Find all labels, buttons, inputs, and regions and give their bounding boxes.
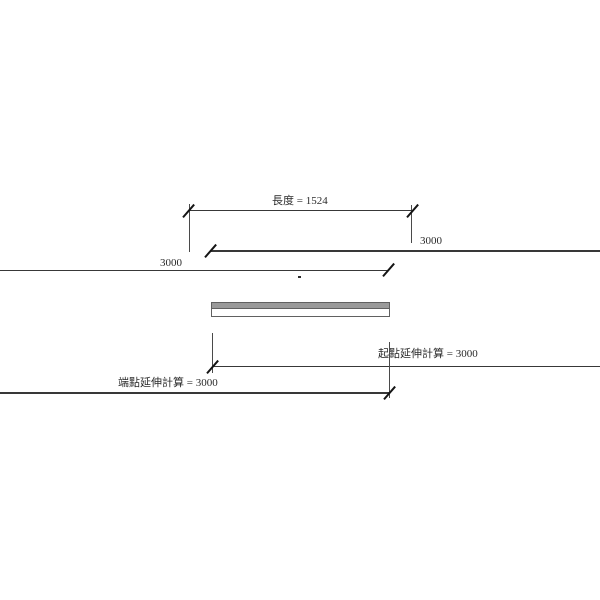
stray-dot <box>298 275 301 278</box>
length-extension-line-right <box>411 205 412 243</box>
start-extension-dimension-line <box>212 366 600 368</box>
right-offset-dimension-line <box>210 250 600 252</box>
beam-flange <box>212 303 389 309</box>
start-extension-label[interactable]: 起點延伸計算 = 3000 <box>378 348 478 360</box>
beam-element[interactable] <box>211 302 390 317</box>
end-extension-witness-line <box>389 342 391 398</box>
left-offset-label[interactable]: 3000 <box>160 256 182 269</box>
end-extension-label[interactable]: 端點延伸計算 = 3000 <box>118 377 218 389</box>
start-extension-witness-line <box>212 333 213 373</box>
length-dimension-line <box>188 209 412 212</box>
length-extension-line-left <box>188 204 190 252</box>
length-dimension-label[interactable]: 長度 = 1524 <box>272 195 328 207</box>
end-extension-dimension-line <box>0 392 390 394</box>
left-offset-dimension-line <box>0 269 389 271</box>
right-offset-label[interactable]: 3000 <box>420 235 442 247</box>
